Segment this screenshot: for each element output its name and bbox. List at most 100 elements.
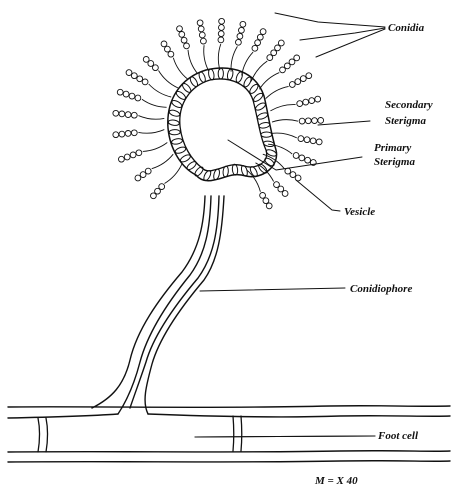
conidium <box>237 33 243 39</box>
conidium <box>316 139 322 145</box>
label-magnification: M = X 40 <box>314 475 358 487</box>
conidium <box>293 153 299 159</box>
conidium <box>125 112 131 118</box>
label-secondary-sterigma-1: Secondary <box>385 99 433 111</box>
conidium <box>218 37 224 43</box>
conidium <box>236 39 242 45</box>
conidium <box>305 118 311 124</box>
conidium <box>119 156 125 162</box>
secondary-sterigma <box>149 84 172 97</box>
conidium <box>161 41 167 47</box>
label-conidiophore: Conidiophore <box>350 283 412 295</box>
primary-sterigma-cell <box>261 132 272 137</box>
conidium <box>219 25 225 31</box>
secondary-sterigma <box>152 154 174 169</box>
secondary-sterigma <box>231 46 237 71</box>
primary-sterigma-cell <box>171 99 183 109</box>
secondary-sterigma <box>259 73 279 90</box>
secondary-sterigma <box>247 170 261 192</box>
conidium <box>143 57 149 63</box>
primary-sterigma-cell <box>218 68 223 79</box>
conidium <box>140 172 146 178</box>
conidium <box>153 65 159 71</box>
conidium <box>295 79 301 85</box>
conidium <box>136 150 142 156</box>
conidium <box>199 32 205 38</box>
primary-sterigma-cell <box>248 83 259 95</box>
conidium <box>255 40 261 46</box>
conidium <box>129 93 135 99</box>
conidiophore-stalk <box>92 196 224 414</box>
primary-sterigma-cell <box>181 82 192 94</box>
primary-sterigma-cell <box>189 76 199 88</box>
primary-sterigma-cell <box>168 119 180 126</box>
conidium <box>159 184 165 190</box>
conidium <box>197 20 203 26</box>
secondary-sterigma <box>138 130 164 134</box>
conidium <box>260 193 266 199</box>
secondary-sterigma <box>138 116 164 120</box>
conidium <box>239 27 245 33</box>
label-primary-sterigma-2: Sterigma <box>374 156 415 168</box>
secondary-sterigma <box>270 105 295 111</box>
conidium <box>278 186 284 192</box>
label-conidia: Conidia <box>388 22 425 34</box>
secondary-sterigma <box>159 71 178 88</box>
primary-sterigma-cell <box>171 138 183 145</box>
septa <box>38 416 242 452</box>
conidium <box>315 96 321 102</box>
conidium <box>218 31 224 37</box>
primary-sterigma-cell <box>256 112 268 121</box>
conidium <box>165 46 171 52</box>
conidium <box>125 131 131 137</box>
secondary-sterigma <box>142 99 167 107</box>
conidium <box>305 157 311 163</box>
primary-sterigma-cell <box>232 164 238 175</box>
secondary-sterigma <box>165 164 182 183</box>
conidium <box>131 112 137 118</box>
secondary-sterigma <box>204 45 209 71</box>
conidium <box>298 136 304 142</box>
label-secondary-sterigma-2: Sterigma <box>385 115 426 127</box>
secondary-sterigma <box>188 50 198 74</box>
labels: Conidia Secondary Sterigma Primary Steri… <box>314 22 433 487</box>
conidium <box>113 132 119 138</box>
conidium <box>304 137 310 143</box>
conidium <box>318 118 324 124</box>
secondary-sterigma <box>173 58 188 79</box>
primary-sterigma-cell <box>175 90 187 101</box>
conidium <box>135 175 141 181</box>
conidium <box>179 32 185 38</box>
conidium <box>119 111 125 117</box>
primary-sterigma-cell <box>193 166 204 178</box>
secondary-sterigma <box>143 143 168 152</box>
conidium <box>201 38 207 44</box>
conidium <box>280 67 286 73</box>
primary-sterigma-cell <box>259 122 271 129</box>
conidium <box>142 79 148 85</box>
conidium <box>124 154 130 160</box>
primary-sterigma-cell <box>186 160 198 171</box>
conidium <box>260 29 266 35</box>
conidium <box>131 73 137 79</box>
vesicle <box>168 68 278 182</box>
primary-sterigma-cell <box>242 76 252 88</box>
conidium <box>131 130 137 136</box>
conidium <box>130 152 136 158</box>
primary-sterigma-cell <box>223 166 229 177</box>
secondary-sterigma <box>271 133 297 138</box>
conidium <box>117 89 123 95</box>
primary-sterigma-cell <box>254 102 266 112</box>
conidium <box>252 45 258 51</box>
primary-sterigma-cell <box>252 92 264 103</box>
conidium <box>181 37 187 43</box>
conidium <box>282 191 288 197</box>
conidium <box>240 21 246 27</box>
conidium <box>310 138 316 144</box>
conidium <box>312 118 318 124</box>
secondary-sterigma <box>268 144 292 154</box>
primary-sterigma-cell <box>169 129 180 134</box>
conidium <box>126 70 132 76</box>
conidium <box>135 95 141 101</box>
